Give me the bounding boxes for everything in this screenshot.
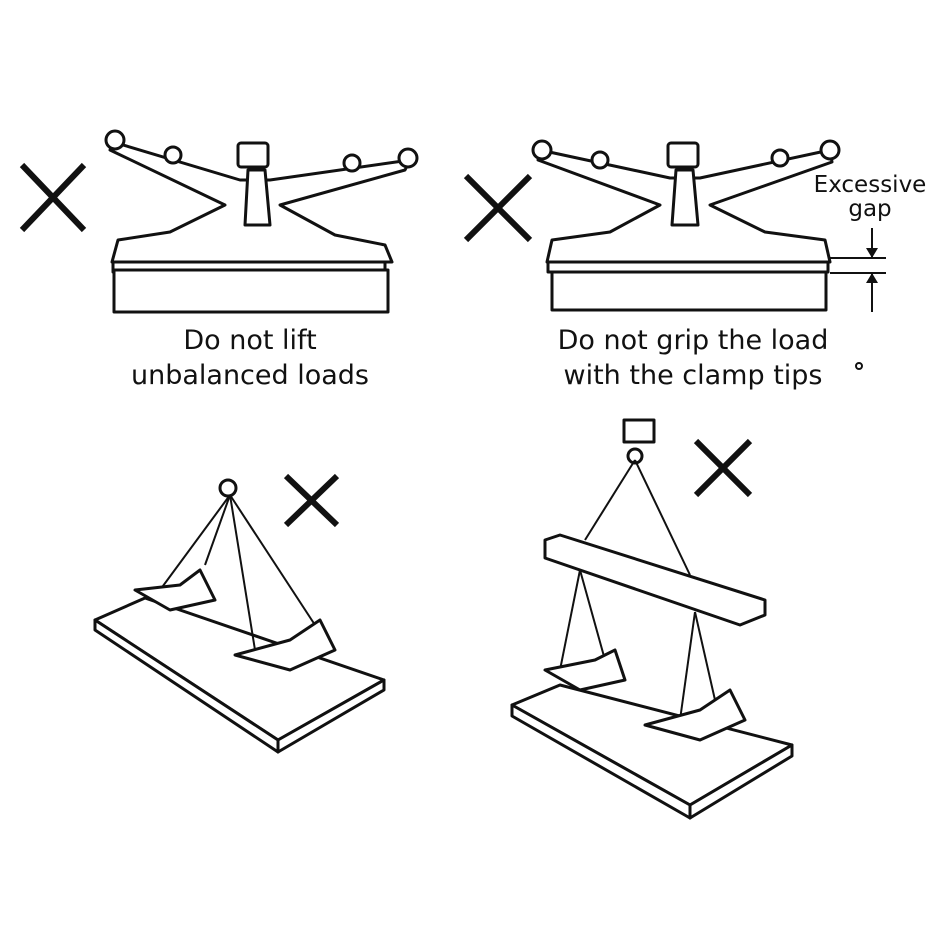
hook [622, 418, 656, 444]
caption-line-1: Do not lift [183, 325, 316, 356]
dot-mark [855, 362, 863, 370]
load-block [550, 270, 828, 312]
cross-icon [283, 473, 340, 528]
load-block [112, 268, 390, 314]
slings [159, 478, 316, 651]
cross-icon [463, 173, 533, 243]
caption-line-2: with the clamp tips [564, 360, 823, 391]
clamp [133, 568, 217, 612]
clamp-illustration [531, 139, 841, 274]
clamp [543, 648, 627, 692]
annotation-gap: gap [848, 196, 891, 222]
spreader-beam [543, 533, 767, 627]
panel-beam-lift [510, 418, 794, 820]
annotation-excessive: Excessive [814, 172, 927, 198]
caption-line-1: Do not grip the load [558, 325, 829, 356]
panel-unbalanced-load: Do not lift unbalanced loads [19, 129, 419, 391]
gap-dimension-arrows [830, 228, 886, 312]
caption-line-2: unbalanced loads [131, 360, 369, 391]
clamp-illustration [104, 129, 419, 282]
cross-icon [19, 162, 87, 233]
panel-single-point-lift [93, 473, 386, 754]
panel-clamp-tips: Excessive gap Do not grip the load with … [463, 139, 927, 391]
clamp [233, 618, 337, 672]
clamp [643, 688, 747, 742]
cross-icon [693, 438, 753, 498]
